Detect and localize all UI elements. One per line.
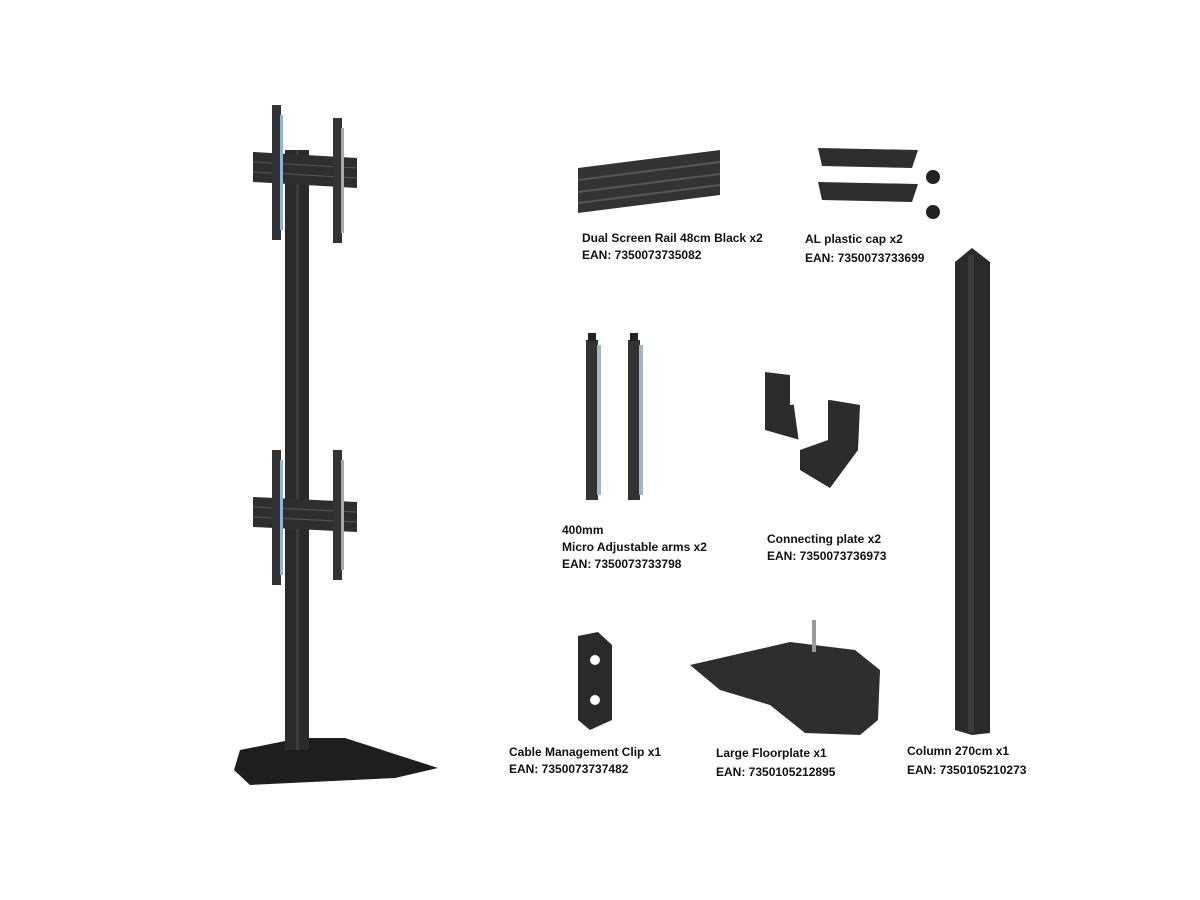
part-size: 400mm [562, 523, 604, 537]
part-ean: EAN: 7350073733798 [562, 557, 682, 571]
part-floorplate-label: Large Floorplate x1 EAN: 7350105212895 [716, 744, 835, 782]
part-rail-label: Dual Screen Rail 48cm Black x2 EAN: 7350… [582, 230, 763, 264]
floorplate-image [690, 620, 880, 735]
part-name: Cable Management Clip x1 [509, 745, 662, 759]
part-ean: EAN: 7350073735082 [582, 248, 702, 262]
part-cable-clip-label: Cable Management Clip x1 EAN: 7350073737… [509, 744, 661, 778]
part-connecting-plate-label: Connecting plate x2 EAN: 7350073736973 [767, 531, 886, 565]
part-name: Large Floorplate x1 [716, 746, 827, 760]
column-image [955, 248, 990, 735]
part-name: Column 270cm x1 [907, 744, 1010, 758]
adjustable-arms-image [586, 333, 643, 500]
cable-clip-image [578, 632, 612, 730]
rail-image [577, 150, 721, 213]
part-name: Dual Screen Rail 48cm Black x2 [582, 231, 763, 245]
connecting-plate-image [765, 372, 860, 488]
plastic-cap-image [818, 148, 940, 219]
part-ean: EAN: 7350073733699 [805, 251, 925, 265]
part-cap-label: AL plastic cap x2 EAN: 7350073733699 [805, 230, 924, 268]
part-column-label: Column 270cm x1 EAN: 7350105210273 [907, 742, 1026, 780]
part-ean: EAN: 7350105212895 [716, 765, 836, 779]
part-arms-label: 400mm Micro Adjustable arms x2 EAN: 7350… [562, 522, 707, 573]
part-ean: EAN: 7350105210273 [907, 763, 1027, 777]
part-name: AL plastic cap x2 [805, 232, 903, 246]
part-name: Micro Adjustable arms x2 [562, 540, 707, 554]
part-ean: EAN: 7350073736973 [767, 549, 887, 563]
assembled-stand-image [234, 105, 438, 785]
part-ean: EAN: 7350073737482 [509, 762, 629, 776]
part-name: Connecting plate x2 [767, 532, 882, 546]
